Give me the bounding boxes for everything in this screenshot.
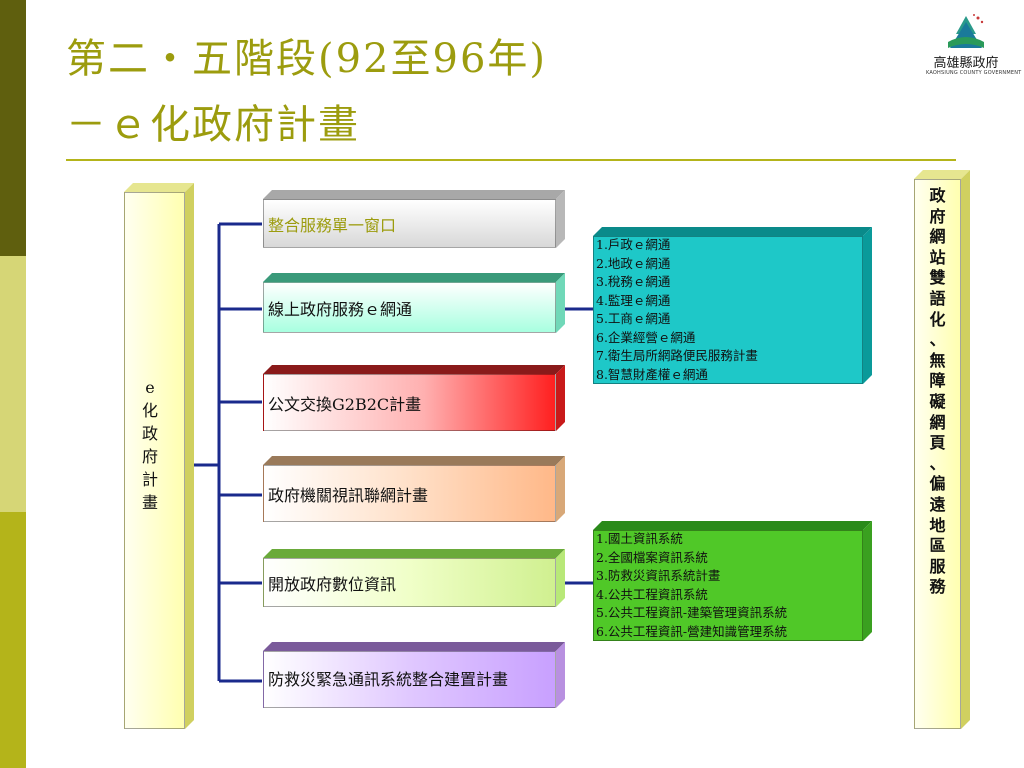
list-item: 2.地政ｅ網通	[596, 255, 671, 271]
plan-box-document-exchange: 公文交換G2B2C計畫	[263, 365, 565, 431]
plan-box-open-government: 開放政府數位資訊	[263, 549, 565, 607]
plan-label: 防救災緊急通訊系統整合建置計畫	[268, 669, 509, 689]
decor-strip-bottom	[0, 512, 26, 768]
details-box-opengov	[593, 521, 872, 641]
logo-name: 高雄縣政府	[933, 56, 999, 71]
plan-label: 整合服務單一窗口	[268, 215, 397, 235]
county-logo-icon	[948, 14, 984, 48]
right-panel-label: 政 府 網 站 雙 語 化 、 無 障 礙 網 頁 、 偏 遠 地 區 服 務	[929, 186, 946, 597]
decor-strip-middle	[0, 256, 26, 512]
list-item: 5.公共工程資訊-建築管理資訊系統	[596, 605, 788, 620]
list-item: 7.衛生局所網路便民服務計畫	[596, 348, 758, 363]
decor-strip-top	[0, 0, 26, 256]
plan-label: 線上政府服務ｅ網通	[268, 299, 413, 319]
plan-label: 政府機關視訊聯網計畫	[268, 485, 429, 505]
list-item: 4.公共工程資訊系統	[596, 586, 708, 602]
list-item: 6.公共工程資訊-營建知識管理系統	[596, 623, 788, 639]
root-box	[124, 183, 194, 729]
logo-subtitle: KAOHSIUNG COUNTY GOVERNMENT	[926, 70, 1022, 76]
list-item: 6.企業經營ｅ網通	[596, 329, 696, 345]
list-item: 3.稅務ｅ網通	[596, 274, 671, 289]
plan-box-online-service: 線上政府服務ｅ網通	[263, 273, 565, 333]
list-item: 4.監理ｅ網通	[596, 292, 671, 308]
details-box-eservice	[593, 227, 872, 384]
slide-title-line2: －ｅ化政府計畫	[66, 102, 360, 148]
title-divider	[66, 159, 956, 161]
list-item: 5.工商ｅ網通	[596, 311, 671, 326]
list-item: 2.全國檔案資訊系統	[596, 549, 708, 565]
plan-box-disaster-comm: 防救災緊急通訊系統整合建置計畫	[263, 642, 565, 708]
details-list-eservice: 1.戶政ｅ網通 2.地政ｅ網通 3.稅務ｅ網通 4.監理ｅ網通 5.工商ｅ網通 …	[596, 236, 758, 384]
list-item: 1.戶政ｅ網通	[596, 237, 671, 252]
list-item: 1.國土資訊系統	[596, 531, 683, 546]
plan-box-video-network: 政府機關視訊聯網計畫	[263, 456, 565, 522]
details-list-opengov: 1.國土資訊系統 2.全國檔案資訊系統 3.防救災資訊系統計畫 4.公共工程資訊…	[596, 530, 787, 641]
plan-label: 開放政府數位資訊	[268, 574, 397, 594]
plan-box-single-window: 整合服務單一窗口	[263, 190, 565, 248]
list-item: 3.防救災資訊系統計畫	[596, 568, 721, 583]
slide-title-line1: 第二・五階段(92至96年)	[66, 36, 548, 82]
root-label: e 化 政 府 計 畫	[141, 378, 158, 512]
right-panel-box	[914, 170, 970, 729]
plan-label: 公文交換G2B2C計畫	[268, 394, 422, 414]
list-item: 8.智慧財產權ｅ網通	[596, 366, 708, 382]
